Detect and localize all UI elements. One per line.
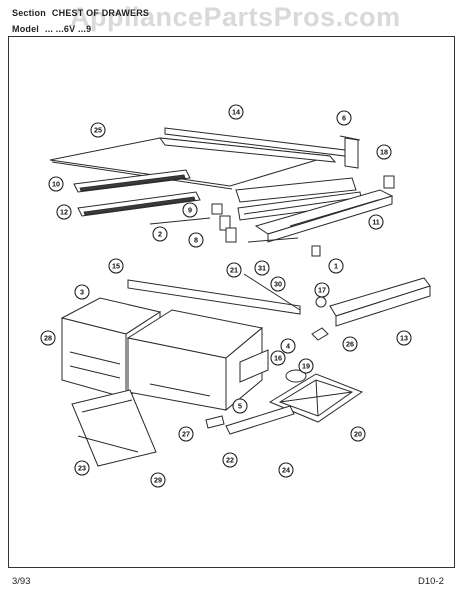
svg-text:24: 24 — [282, 466, 290, 475]
model-key: Model — [12, 24, 39, 34]
top-panel-part — [49, 137, 337, 190]
section-line: Section CHEST OF DRAWERS — [12, 8, 149, 18]
svg-text:19: 19 — [302, 362, 310, 371]
svg-text:6: 6 — [342, 114, 346, 123]
callout-3: 3 — [74, 284, 90, 300]
callout-26: 26 — [342, 336, 358, 352]
clip-22-part — [205, 415, 225, 429]
rod-30-part — [243, 273, 301, 311]
clip-1-part — [311, 245, 321, 257]
svg-text:9: 9 — [188, 206, 192, 215]
callout-22: 22 — [222, 452, 238, 468]
callout-23: 23 — [74, 460, 90, 476]
left-rail-lower-part — [77, 191, 201, 217]
clip-18-part — [383, 175, 395, 189]
svg-text:27: 27 — [182, 430, 190, 439]
callout-29: 29 — [150, 472, 166, 488]
right-drawer-part — [126, 309, 264, 412]
callout-16: 16 — [270, 350, 286, 366]
callout-6: 6 — [336, 110, 352, 126]
svg-text:21: 21 — [230, 266, 238, 275]
svg-text:25: 25 — [94, 126, 102, 135]
right-bracket-13-part — [329, 277, 431, 327]
svg-text:20: 20 — [354, 430, 362, 439]
callout-18: 18 — [376, 144, 392, 160]
callout-8: 8 — [188, 232, 204, 248]
callout-28: 28 — [40, 330, 56, 346]
clip-26-part — [311, 327, 329, 341]
svg-text:23: 23 — [78, 464, 86, 473]
frame-20-part — [268, 373, 364, 423]
model-value: ... ...6V ...9 — [45, 24, 92, 34]
svg-text:12: 12 — [60, 208, 68, 217]
callout-2: 2 — [152, 226, 168, 242]
svg-text:13: 13 — [400, 334, 408, 343]
callout-14: 14 — [228, 104, 244, 120]
callout-1: 1 — [328, 258, 344, 274]
callout-21: 21 — [226, 262, 242, 278]
svg-text:17: 17 — [318, 286, 326, 295]
svg-text:1: 1 — [334, 262, 338, 271]
rod-2-part — [149, 217, 211, 225]
callout-12: 12 — [56, 204, 72, 220]
section-key: Section — [12, 8, 46, 18]
svg-text:8: 8 — [194, 236, 198, 245]
svg-text:30: 30 — [274, 280, 282, 289]
callout-10: 10 — [48, 176, 64, 192]
svg-text:10: 10 — [52, 180, 60, 189]
svg-text:18: 18 — [380, 148, 388, 157]
top-rail-part — [164, 127, 361, 169]
callout-19: 19 — [298, 358, 314, 374]
knob-17-part — [315, 296, 327, 308]
svg-text:28: 28 — [44, 334, 52, 343]
callout-31: 31 — [254, 260, 270, 276]
callout-30: 30 — [270, 276, 286, 292]
callout-25: 25 — [90, 122, 106, 138]
trim-23-part — [77, 435, 139, 453]
callout-27: 27 — [178, 426, 194, 442]
model-line: Model ... ...6V ...9 — [12, 24, 91, 34]
footer-date: 3/93 — [12, 576, 31, 587]
callout-15: 15 — [108, 258, 124, 274]
callout-5: 5 — [232, 398, 248, 414]
watermark-text: AppliancePartsPros.com — [70, 2, 401, 32]
cap-19-part — [285, 369, 307, 383]
rod-31-part — [247, 237, 299, 243]
bracket-8-part — [219, 215, 231, 231]
svg-text:4: 4 — [286, 342, 290, 351]
svg-text:11: 11 — [372, 218, 380, 227]
svg-text:29: 29 — [154, 476, 162, 485]
section-value: CHEST OF DRAWERS — [51, 8, 150, 18]
svg-text:5: 5 — [238, 402, 242, 411]
callout-24: 24 — [278, 462, 294, 478]
callout-9: 9 — [182, 202, 198, 218]
svg-text:15: 15 — [112, 262, 120, 271]
drawer-front-29-part — [71, 389, 157, 467]
svg-text:2: 2 — [158, 230, 162, 239]
drawer-slide-part — [239, 349, 269, 383]
svg-text:3: 3 — [80, 288, 84, 297]
svg-text:22: 22 — [226, 456, 234, 465]
callout-4: 4 — [280, 338, 296, 354]
svg-text:16: 16 — [274, 354, 282, 363]
rail-24-part — [225, 405, 295, 435]
svg-text:26: 26 — [346, 340, 354, 349]
svg-text:31: 31 — [258, 264, 266, 273]
front-trim-part — [127, 279, 301, 315]
bracket-21-part — [225, 227, 237, 243]
bracket-9-part — [211, 203, 223, 215]
callout-11: 11 — [368, 214, 384, 230]
right-rail-part — [254, 189, 394, 243]
svg-text:14: 14 — [232, 108, 240, 117]
center-rail-part — [235, 177, 363, 221]
callout-20: 20 — [350, 426, 366, 442]
callout-13: 13 — [396, 330, 412, 346]
footer-page: D10-2 — [418, 576, 444, 587]
diagram-frame — [8, 36, 455, 568]
callout-17: 17 — [314, 282, 330, 298]
left-rail-upper-part — [73, 169, 191, 193]
